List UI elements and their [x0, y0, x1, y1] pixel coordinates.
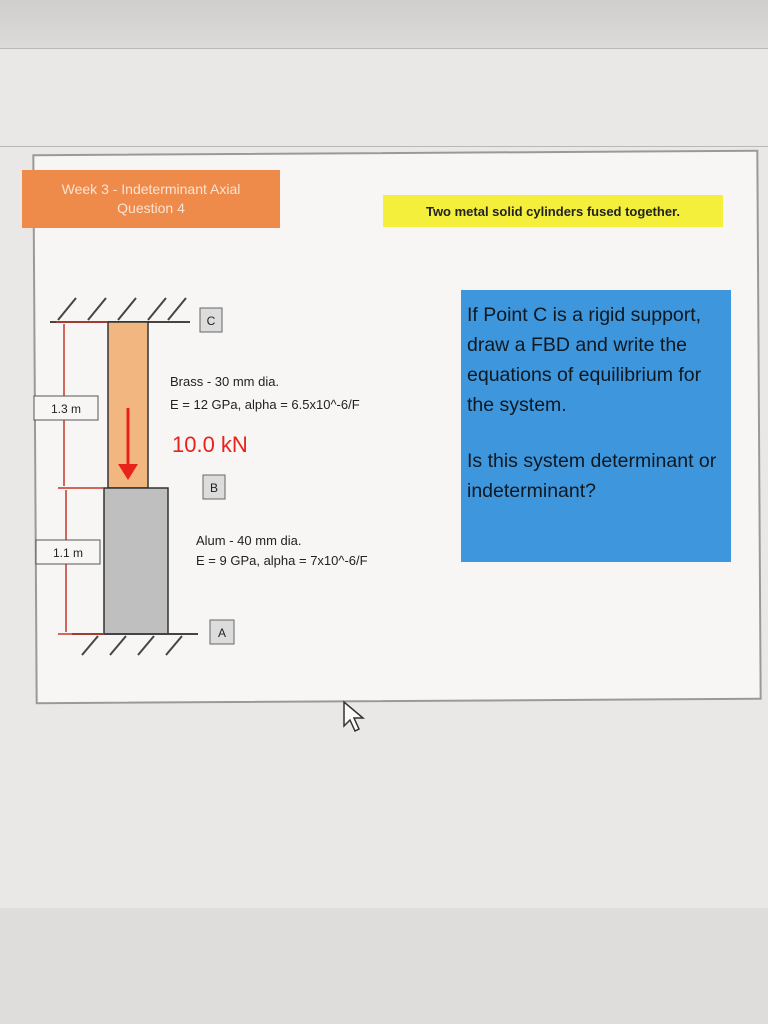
- alum-spec-line2: E = 9 GPa, alpha = 7x10^-6/F: [196, 553, 368, 568]
- description-note: Two metal solid cylinders fused together…: [383, 195, 723, 227]
- question-text-1: If Point C is a rigid support, draw a FB…: [467, 304, 702, 416]
- dim-upper-label: 1.3 m: [51, 402, 81, 416]
- dimension-lines: [56, 321, 108, 635]
- point-a-box: [209, 619, 235, 645]
- load-label: 10.0 kN: [172, 432, 248, 457]
- aluminum-cylinder: [103, 487, 169, 635]
- title-badge: Week 3 - Indeterminant Axial Question 4: [22, 170, 280, 228]
- mouse-cursor-icon: [343, 700, 366, 733]
- brass-spec-line2: E = 12 GPa, alpha = 6.5x10^-6/F: [170, 397, 360, 412]
- point-c-label: C: [207, 314, 216, 328]
- top-support: [50, 297, 190, 323]
- point-b-box: [202, 474, 226, 500]
- point-c-box: [199, 307, 223, 333]
- question-box: If Point C is a rigid support, draw a FB…: [461, 290, 731, 562]
- dim-lower-label: 1.1 m: [53, 546, 83, 560]
- alum-spec-line1: Alum - 40 mm dia.: [196, 533, 301, 548]
- brass-spec-line1: Brass - 30 mm dia.: [170, 374, 279, 389]
- question-text-2: Is this system determinant or indetermin…: [467, 450, 717, 502]
- divider-line: [0, 48, 768, 49]
- load-arrow: [118, 408, 138, 480]
- point-b-label: B: [210, 481, 218, 495]
- dim-box-lower: [35, 539, 101, 565]
- dim-box-upper: [33, 395, 99, 421]
- bottom-support: [72, 633, 198, 656]
- point-a-label: A: [218, 626, 226, 640]
- title-line-2: Question 4: [117, 200, 185, 216]
- desk-area: [0, 908, 768, 1024]
- title-line-1: Week 3 - Indeterminant Axial: [61, 181, 241, 197]
- divider-line: [0, 146, 768, 147]
- monitor-top-band: [0, 0, 768, 48]
